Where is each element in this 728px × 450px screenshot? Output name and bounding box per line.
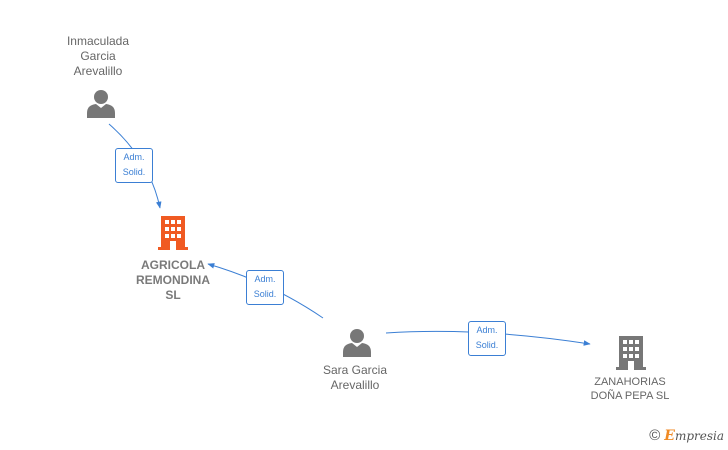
person-icon[interactable] — [342, 328, 372, 357]
copyright-icon: © — [649, 427, 661, 444]
building-icon[interactable] — [158, 216, 188, 250]
brand-logo: Empresia — [664, 427, 724, 444]
edge-label-adm-solid: Adm. Solid. — [115, 148, 153, 183]
person-label-sara: Sara Garcia Arevalillo — [322, 363, 388, 392]
edge-label-adm-solid: Adm. Solid. — [246, 270, 284, 305]
company-label-zanahorias[interactable]: ZANAHORIAS DOÑA PEPA SL — [590, 376, 670, 402]
person-label-inmaculada: Inmaculada Garcia Arevalillo — [66, 34, 130, 78]
building-icon[interactable] — [616, 336, 646, 370]
company-label-agricola[interactable]: AGRICOLA REMONDINA SL — [136, 258, 210, 302]
person-icon[interactable] — [86, 89, 116, 118]
brand-watermark: © Empresia — [649, 427, 724, 444]
edge-label-adm-solid: Adm. Solid. — [468, 321, 506, 356]
